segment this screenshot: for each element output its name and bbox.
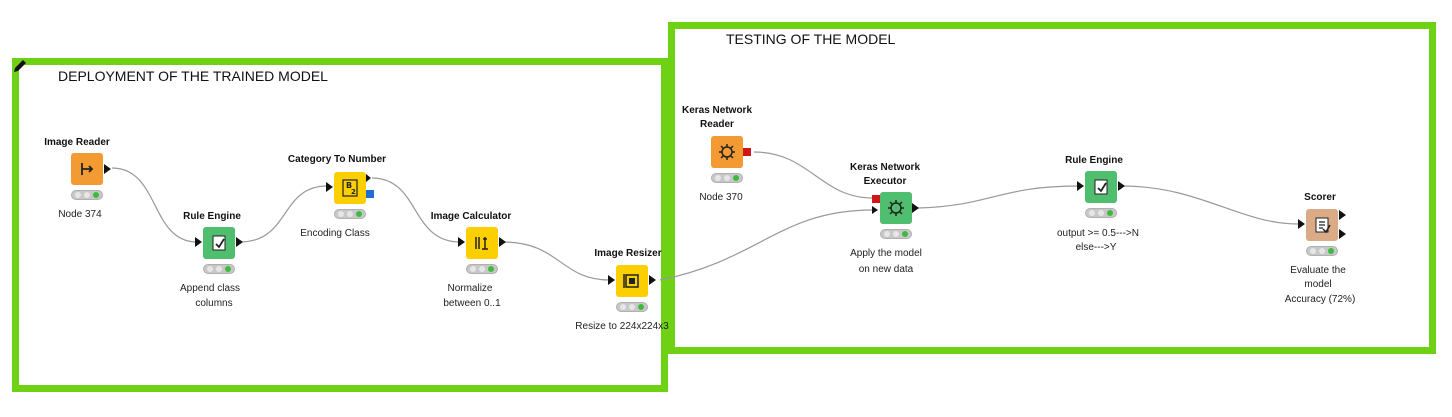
node-name: Rule Engine bbox=[183, 211, 241, 222]
output-port[interactable] bbox=[499, 237, 506, 247]
output-port[interactable] bbox=[649, 275, 656, 285]
input-port[interactable] bbox=[1077, 181, 1084, 191]
input-port[interactable] bbox=[326, 182, 333, 192]
node-name: Keras Network bbox=[681, 105, 753, 116]
input-port[interactable] bbox=[872, 206, 878, 214]
node-name: Reader bbox=[700, 119, 734, 130]
image-calculator-icon bbox=[475, 237, 488, 250]
testing-annotation[interactable] bbox=[668, 22, 1436, 354]
input-port[interactable] bbox=[195, 237, 202, 247]
scorer-icon bbox=[1315, 217, 1331, 234]
output-port[interactable] bbox=[236, 237, 243, 247]
testing-annotation-title: TESTING OF THE MODEL bbox=[726, 31, 896, 47]
node-icon-box[interactable] bbox=[1306, 209, 1338, 241]
connection-wire bbox=[239, 185, 328, 243]
node-status-lights bbox=[466, 264, 498, 274]
connection-wire bbox=[917, 185, 1079, 209]
node-name: Executor bbox=[863, 176, 907, 187]
input-port[interactable] bbox=[1298, 219, 1305, 229]
deployment-annotation-title: DEPLOYMENT OF THE TRAINED MODEL bbox=[58, 68, 328, 84]
node-icon-box[interactable] bbox=[711, 136, 743, 168]
output-port[interactable] bbox=[1118, 181, 1125, 191]
keras-network-icon bbox=[719, 144, 735, 160]
node-status-lights bbox=[711, 173, 743, 183]
node-status-lights bbox=[71, 190, 103, 200]
node-name: Scorer bbox=[1304, 192, 1336, 203]
connection-wire bbox=[371, 177, 461, 243]
rule-engine-icon bbox=[212, 235, 226, 251]
node-icon-box[interactable] bbox=[466, 227, 498, 259]
connection-wire bbox=[111, 167, 198, 243]
output-port[interactable] bbox=[1339, 229, 1346, 239]
output-port[interactable] bbox=[743, 148, 751, 156]
connection-wire bbox=[659, 209, 874, 281]
node-name: Image Reader bbox=[44, 137, 110, 148]
node-name: Image Calculator bbox=[430, 211, 512, 222]
node-label: else--->Y bbox=[1075, 242, 1117, 253]
output-port[interactable] bbox=[366, 174, 371, 182]
node-name: Image Resizer bbox=[594, 248, 662, 259]
image-reader-icon bbox=[81, 163, 94, 175]
node-icon-box[interactable] bbox=[71, 153, 103, 185]
node-label: Apply the model bbox=[850, 248, 922, 259]
node-label: Resize to 224x224x3 bbox=[575, 321, 669, 332]
connection-wire bbox=[1121, 185, 1299, 225]
node-status-lights bbox=[616, 302, 648, 312]
category-to-number-icon: B 2 bbox=[342, 179, 358, 197]
rule-engine-icon bbox=[1094, 179, 1108, 195]
node-label: Node 370 bbox=[699, 192, 743, 203]
node-icon-box[interactable] bbox=[203, 227, 235, 259]
keras-network-icon bbox=[888, 200, 904, 216]
node-status-lights bbox=[334, 209, 366, 219]
node-status-lights bbox=[880, 229, 912, 239]
node-status-lights bbox=[203, 264, 235, 274]
output-port[interactable] bbox=[912, 203, 919, 213]
node-label: on new data bbox=[858, 264, 914, 275]
svg-text:2: 2 bbox=[351, 188, 356, 196]
node-label: Evaluate the bbox=[1290, 265, 1346, 276]
node-label: between 0..1 bbox=[443, 298, 501, 309]
node-icon-box[interactable]: B 2 bbox=[334, 172, 366, 204]
input-port[interactable] bbox=[608, 275, 615, 285]
node-name: Category To Number bbox=[287, 154, 387, 165]
output-port[interactable] bbox=[1339, 210, 1346, 220]
input-port[interactable] bbox=[872, 195, 880, 203]
input-port[interactable] bbox=[458, 237, 465, 247]
edit-pencil-icon[interactable] bbox=[12, 58, 28, 74]
node-label: model bbox=[1304, 279, 1332, 290]
node-label: Accuracy (72%) bbox=[1284, 294, 1356, 305]
node-status-lights bbox=[1085, 208, 1117, 218]
node-label: columns bbox=[195, 298, 233, 309]
node-name: Keras Network bbox=[849, 162, 921, 173]
node-name: Rule Engine bbox=[1065, 155, 1123, 166]
node-icon-box[interactable] bbox=[1085, 171, 1117, 203]
node-label: Encoding Class bbox=[300, 228, 370, 239]
node-icon-box[interactable] bbox=[616, 265, 648, 297]
output-port[interactable] bbox=[366, 190, 374, 198]
node-label: Normalize bbox=[447, 283, 493, 294]
node-label: Append class bbox=[179, 283, 241, 294]
node-label: Node 374 bbox=[58, 209, 102, 220]
node-status-lights bbox=[1306, 246, 1338, 256]
connection-wire bbox=[753, 151, 874, 199]
connection-wire bbox=[502, 241, 611, 281]
node-icon-box[interactable] bbox=[880, 192, 912, 224]
deployment-annotation[interactable] bbox=[12, 58, 668, 392]
image-resizer-icon bbox=[623, 274, 639, 288]
svg-text:B: B bbox=[346, 181, 352, 190]
node-label: output >= 0.5--->N bbox=[1057, 228, 1139, 239]
output-port[interactable] bbox=[104, 164, 111, 174]
